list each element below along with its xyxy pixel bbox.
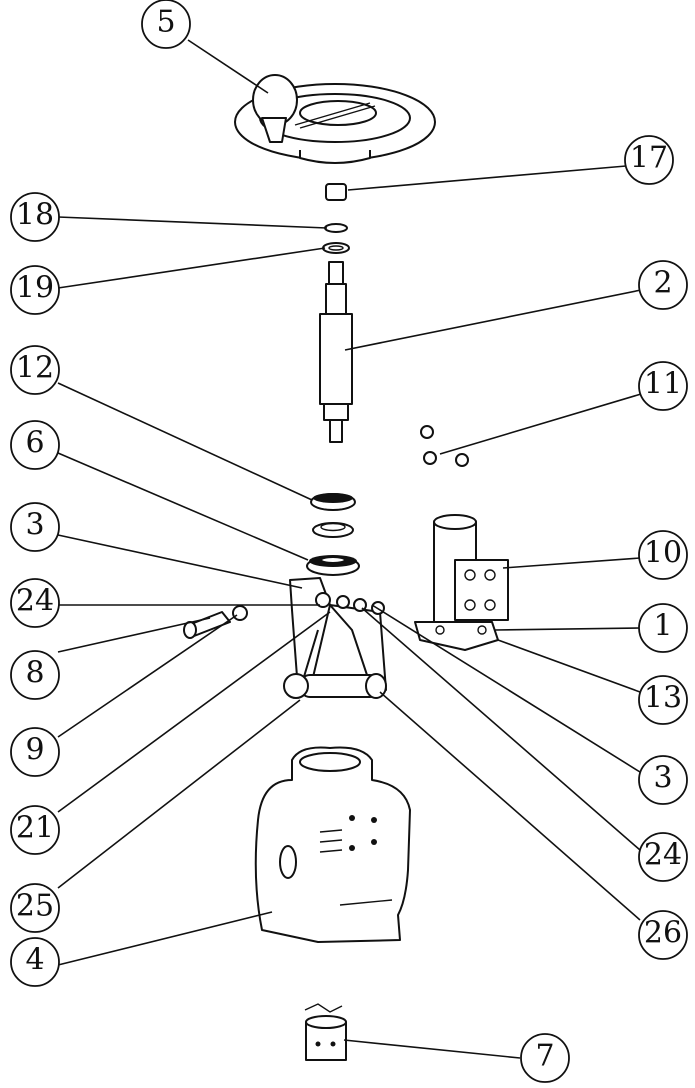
callout-26: 26 (638, 910, 688, 960)
seat-part (306, 555, 360, 576)
callout-10: 10 (638, 530, 688, 580)
callout-label: 19 (16, 271, 54, 306)
callout-9: 9 (10, 727, 60, 777)
callout-label: 21 (16, 811, 54, 846)
shaft-part (319, 261, 353, 443)
callout-label: 13 (644, 681, 682, 716)
callout-label: 8 (25, 656, 44, 691)
callout-label: 10 (644, 536, 682, 571)
callout-label: 9 (25, 733, 44, 768)
pin-part (183, 605, 248, 639)
callout-24-upper: 24 (10, 578, 60, 628)
nut-part (325, 183, 347, 201)
callout-6: 6 (10, 420, 60, 470)
callout-24-lower: 24 (638, 832, 688, 882)
callout-label: 26 (644, 916, 682, 951)
callout-7: 7 (520, 1033, 570, 1083)
callout-3-lower: 3 (638, 755, 688, 805)
callout-label: 24 (644, 838, 682, 873)
callout-13: 13 (638, 675, 688, 725)
callout-2: 2 (638, 260, 688, 310)
callout-4: 4 (10, 937, 60, 987)
callout-label: 5 (156, 5, 175, 40)
callout-label: 4 (25, 943, 44, 978)
callout-label: 6 (25, 426, 44, 461)
callout-19: 19 (10, 265, 60, 315)
bearing-part (310, 493, 356, 511)
callout-label: 3 (25, 508, 44, 543)
spring-washer-part (322, 242, 350, 254)
callout-25: 25 (10, 883, 60, 933)
leader-lines (57, 39, 642, 1059)
callout-label: 12 (16, 351, 54, 386)
callout-label: 3 (653, 761, 672, 796)
washer-part (324, 223, 348, 233)
callout-8: 8 (10, 650, 60, 700)
callout-11: 11 (638, 361, 688, 411)
callout-label: 11 (644, 367, 682, 402)
bushing-part (312, 522, 354, 538)
lever-assembly-part (283, 577, 387, 699)
housing-part (254, 746, 411, 943)
callout-5: 5 (141, 0, 191, 49)
switch-part (304, 1003, 347, 1061)
callout-label: 17 (630, 141, 668, 176)
callout-21: 21 (10, 805, 60, 855)
bracket-part (414, 514, 509, 651)
callout-3-upper: 3 (10, 502, 60, 552)
callout-label: 18 (16, 198, 54, 233)
callout-label: 7 (535, 1039, 554, 1074)
callout-label: 1 (653, 609, 672, 644)
callout-label: 2 (653, 266, 672, 301)
callout-12: 12 (10, 345, 60, 395)
screws-part (420, 425, 469, 467)
callout-label: 25 (16, 889, 54, 924)
handwheel-part (234, 74, 436, 164)
callout-label: 24 (16, 584, 54, 619)
callout-17: 17 (624, 135, 674, 185)
callout-18: 18 (10, 192, 60, 242)
callout-1: 1 (638, 603, 688, 653)
